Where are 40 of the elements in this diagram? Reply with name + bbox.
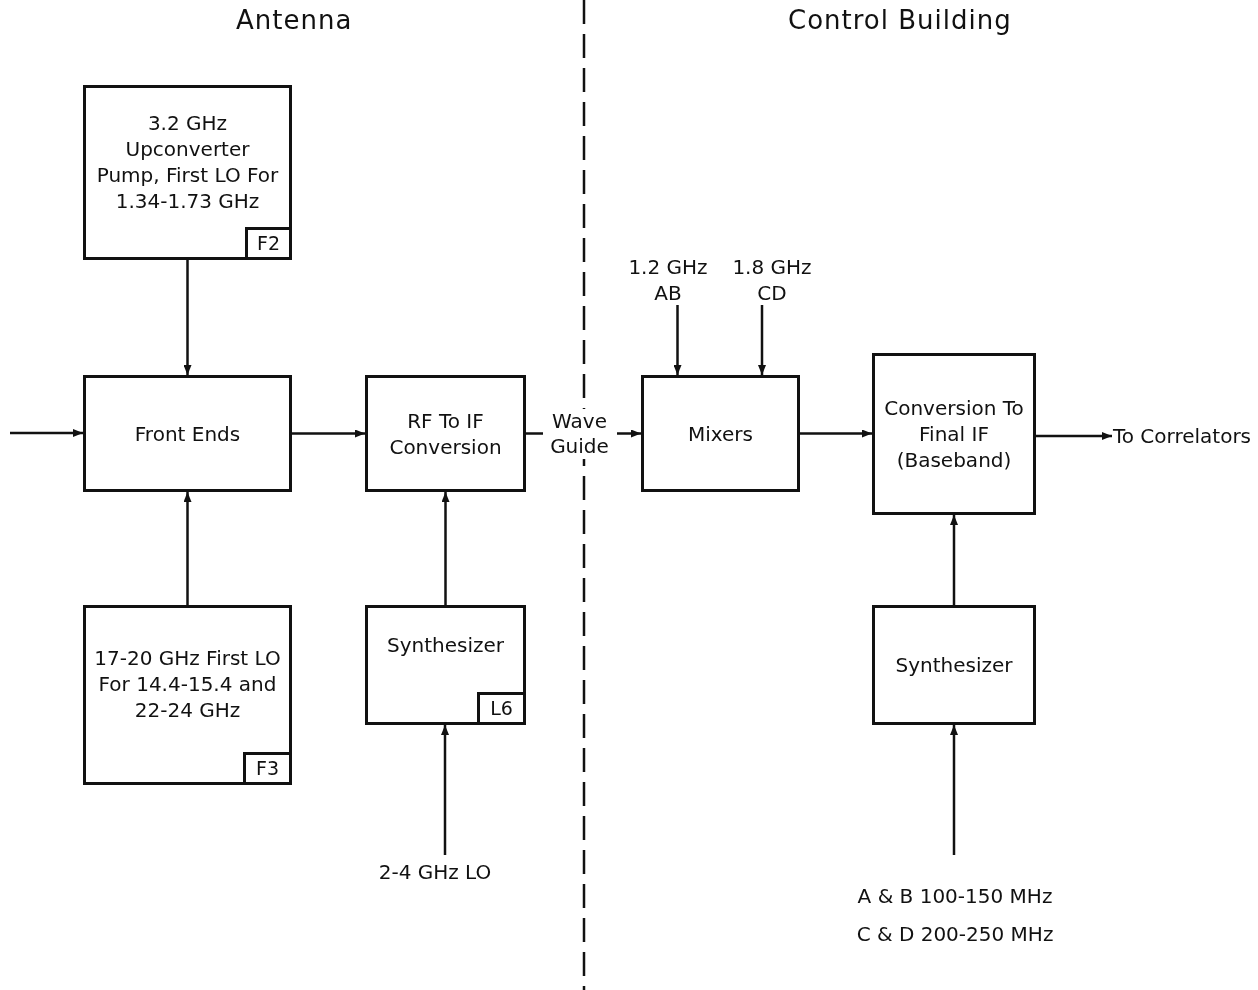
arrow xyxy=(183,492,192,605)
signal-label: C & D 200-250 MHz xyxy=(856,921,1054,947)
box-text: 17-20 GHz First LO For 14.4-15.4 and 22-24 GHz xyxy=(93,645,282,723)
box-text: Front Ends xyxy=(134,420,241,447)
signal-label: To Correlators xyxy=(1112,423,1252,449)
arrow xyxy=(950,515,958,605)
signal-label: 2-4 GHz LO xyxy=(378,859,492,885)
arrow xyxy=(800,429,872,438)
box-text: RF To IF Conversion xyxy=(388,407,503,460)
signal-label: 1.8 GHz CD xyxy=(731,254,813,306)
tag-label: F2 xyxy=(257,231,280,256)
arrow xyxy=(441,725,449,855)
process-box xyxy=(872,353,1036,515)
arrow xyxy=(950,725,958,855)
arrow xyxy=(673,305,682,375)
process-box xyxy=(365,605,526,725)
process-box xyxy=(83,375,292,492)
box-text: Mixers xyxy=(688,420,753,447)
section-heading: Control Building xyxy=(788,5,1012,35)
tag-label: F3 xyxy=(256,756,279,781)
process-box xyxy=(83,85,292,260)
box-text: Conversion To Final IF (Baseband) xyxy=(883,395,1025,473)
section-heading: Antenna xyxy=(236,5,353,35)
signal-label: A & B 100-150 MHz xyxy=(857,883,1053,909)
arrow xyxy=(1036,432,1112,440)
arrow xyxy=(292,429,365,438)
arrow xyxy=(758,305,766,375)
process-box xyxy=(365,375,526,492)
process-box xyxy=(83,605,292,785)
box-text: Synthesizer xyxy=(895,652,1013,678)
arrow xyxy=(10,429,83,437)
arrow xyxy=(183,260,192,375)
tag-label: L6 xyxy=(490,696,513,721)
signal-label: 1.2 GHz AB xyxy=(627,254,709,306)
process-box xyxy=(641,375,800,492)
box-text: Synthesizer xyxy=(387,632,504,658)
process-box xyxy=(872,605,1036,725)
edge-label: Wave Guide xyxy=(542,408,617,459)
arrow xyxy=(441,492,450,605)
box-text: 3.2 GHz Upconverter Pump, First LO For 1.34-1.73 GHz xyxy=(95,109,280,214)
